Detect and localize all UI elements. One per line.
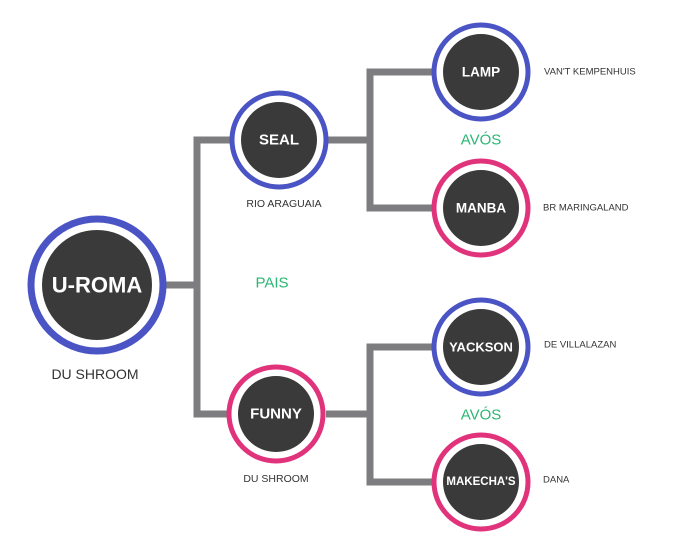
connector-seal-grandparents-bottom: [366, 140, 435, 212]
connector-root-parents: [165, 136, 232, 289]
grandparent-node-manba[interactable]: MANBA: [431, 158, 531, 258]
grandparent-name-yackson: YACKSON: [449, 340, 513, 355]
grandparent-disc-yackson: [443, 309, 519, 385]
parent-name-funny: FUNNY: [250, 406, 302, 423]
connector-root-parents-bottom: [193, 285, 232, 418]
connector-funny-grandparents: [326, 343, 435, 418]
parent-sub-label-seal: RIO ARAGUAIA: [246, 198, 321, 210]
root-node[interactable]: U-ROMA: [27, 215, 167, 355]
grandparent-name-lamp: LAMP: [462, 65, 500, 80]
grandparent-node-makechas[interactable]: MAKECHA'S: [431, 432, 531, 532]
root-name: U-ROMA: [52, 273, 143, 298]
grandparent-side-label-lamp: VAN'T KEMPENHUIS: [544, 67, 636, 78]
parent-node-seal[interactable]: SEAL: [229, 90, 329, 190]
parent-name-seal: SEAL: [259, 132, 299, 149]
generation-label-grandparents-bottom: AVÓS: [461, 407, 502, 424]
parent-sub-label-funny: DU SHROOM: [243, 473, 308, 485]
grandparent-disc-lamp: [443, 34, 519, 110]
grandparent-disc-makechas: [443, 444, 519, 520]
root-sub-label: DU SHROOM: [51, 366, 138, 382]
grandparent-side-label-makechas: DANA: [543, 475, 570, 486]
parent-disc-funny: [238, 376, 314, 452]
parent-node-funny[interactable]: FUNNY: [226, 364, 326, 464]
generation-label-parents: PAIS: [255, 275, 288, 292]
connector-funny-grandparents-bottom: [366, 414, 435, 486]
grandparent-disc-manba: [443, 170, 519, 246]
root-disc: [42, 230, 152, 340]
grandparent-name-manba: MANBA: [456, 201, 506, 216]
grandparent-side-label-yackson: DE VILLALAZAN: [544, 340, 616, 351]
connector-seal-grandparents: [326, 68, 435, 144]
connectors: [165, 68, 435, 486]
grandparent-name-makechas: MAKECHA'S: [446, 476, 516, 488]
grandparent-side-label-manba: BR MARINGALAND: [543, 203, 629, 214]
generation-label-grandparents-top: AVÓS: [461, 132, 502, 149]
grandparent-node-lamp[interactable]: LAMP: [431, 22, 531, 122]
grandparent-node-yackson[interactable]: YACKSON: [431, 297, 531, 397]
parent-disc-seal: [241, 102, 317, 178]
